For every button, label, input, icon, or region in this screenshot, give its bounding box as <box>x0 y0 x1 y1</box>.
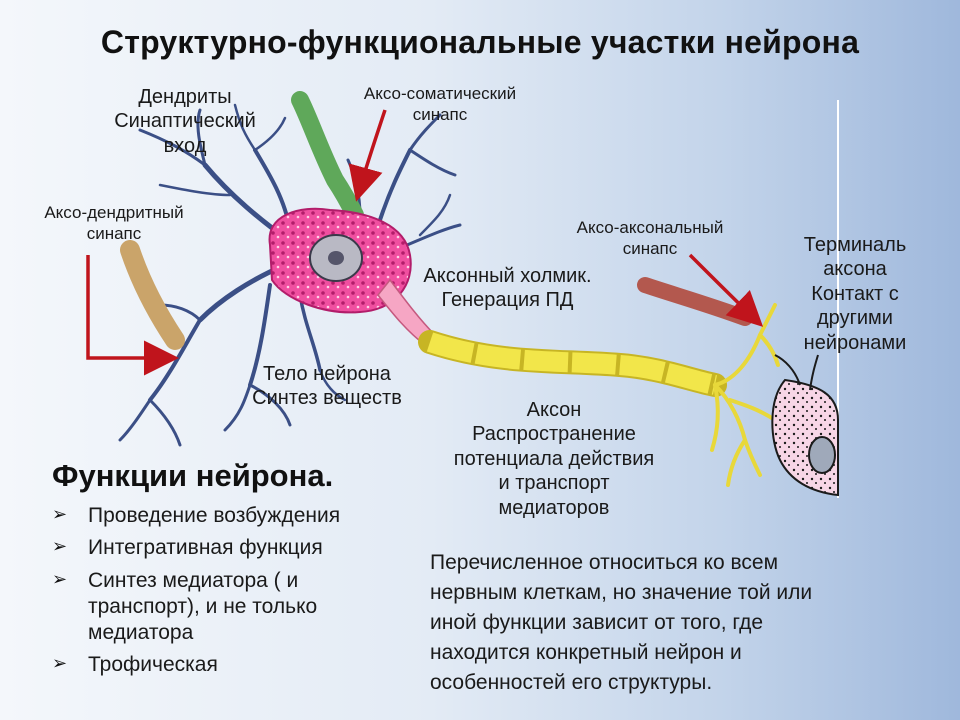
label-line: Дендриты <box>138 86 232 108</box>
functions-title: Функции нейрона. <box>52 458 334 493</box>
note-line: особенностей его структуры. <box>430 671 713 695</box>
note-paragraph: Перечисленное относиться ко всем нервным… <box>430 548 930 698</box>
label-axon-hillock: Аксонный холмик. Генерация ПД <box>395 264 620 313</box>
label-line: нейронами <box>803 331 907 354</box>
list-item-text: Интегративная функция <box>88 536 323 560</box>
label-line: синапс <box>86 223 142 243</box>
note-line: находится конкретный нейрон и <box>430 641 742 665</box>
note-line: Перечисленное относиться ко всем <box>430 551 779 574</box>
label-axo-axonal: Аксо-аксональный синапс <box>550 218 750 259</box>
bullet-arrow-icon: ➢ <box>52 536 68 557</box>
label-line: Контакт с <box>811 282 899 305</box>
bullet-arrow-icon: ➢ <box>52 653 68 674</box>
label-line: Аксонный холмик. <box>423 265 592 287</box>
arrow-axo-dendritic <box>86 255 179 376</box>
nucleolus <box>328 251 344 265</box>
list-item: ➢ Проведение возбуждения <box>52 503 340 529</box>
label-line: вход <box>163 134 207 157</box>
list-item: ➢ Синтез медиатора ( и транспорт), и не … <box>52 568 340 647</box>
label-line: Аксон <box>526 399 582 421</box>
label-line: медиаторов <box>498 496 610 519</box>
axo-dendritic-presynaptic-axon <box>120 240 185 350</box>
label-line: Терминаль <box>803 234 907 256</box>
list-item: ➢ Интегративная функция <box>52 535 340 561</box>
bullet-arrow-icon: ➢ <box>52 568 68 589</box>
label-line: синапс <box>622 238 678 258</box>
label-line: аксона <box>823 258 887 281</box>
axo-somatic-presynaptic-axon <box>291 91 364 224</box>
target-dendrite <box>809 354 819 391</box>
axon-terminal-branches <box>710 303 780 487</box>
label-line: Аксо-соматический <box>363 84 517 103</box>
bullet-arrow-icon: ➢ <box>52 504 68 524</box>
label-soma: Тело нейрона Синтез веществ <box>222 362 432 411</box>
label-dendrites: Дендриты Синаптический вход <box>85 85 285 158</box>
functions-list: ➢ Проведение возбуждения ➢ Интегративная… <box>52 503 340 685</box>
label-line: синапс <box>412 104 468 124</box>
label-line: другими <box>817 307 893 330</box>
pointer-arrows <box>86 109 764 376</box>
label-line: Тело нейрона <box>263 363 391 385</box>
list-item-text: Трофическая <box>88 653 218 677</box>
list-item-text: медиатора <box>88 621 194 644</box>
list-item-text: Проведение возбуждения <box>88 504 341 527</box>
label-axon: Аксон Распространение потенциала действи… <box>428 398 680 520</box>
list-item: ➢ Трофическая <box>52 652 340 678</box>
label-line: Аксо-аксональный <box>576 218 724 237</box>
axo-axonal-presynaptic-axon <box>637 277 753 326</box>
arrow-axo-somatic <box>348 109 387 202</box>
note-line: нервным клеткам, но значение той или <box>430 581 813 605</box>
label-line: Аксо-дендритный <box>44 203 184 222</box>
label-line: потенциала действия <box>453 447 655 470</box>
list-item-text: транспорт), и не только <box>88 594 318 618</box>
target-neuron <box>771 378 839 497</box>
label-line: Синаптический <box>114 110 256 133</box>
target-dendrite <box>774 354 801 386</box>
target-nucleus <box>808 436 836 474</box>
label-axo-somatic: Аксо-соматический синапс <box>335 84 545 125</box>
slide-title: Структурно-функциональные участки нейрон… <box>100 24 860 60</box>
label-line: Генерация ПД <box>441 289 574 312</box>
label-axo-dendritic: Аксо-дендритный синапс <box>14 203 214 244</box>
label-line: и транспорт <box>498 472 610 495</box>
label-axon-terminal: Терминаль аксона Контакт с другими нейро… <box>780 233 930 355</box>
label-line: Распространение <box>472 423 636 446</box>
label-line: Синтез веществ <box>252 387 402 410</box>
list-item-text: Синтез медиатора ( и <box>88 568 299 592</box>
note-line: иной функции зависит от того, где <box>430 611 764 635</box>
arrow-axo-axonal <box>688 253 764 327</box>
axon-myelin <box>426 332 718 395</box>
